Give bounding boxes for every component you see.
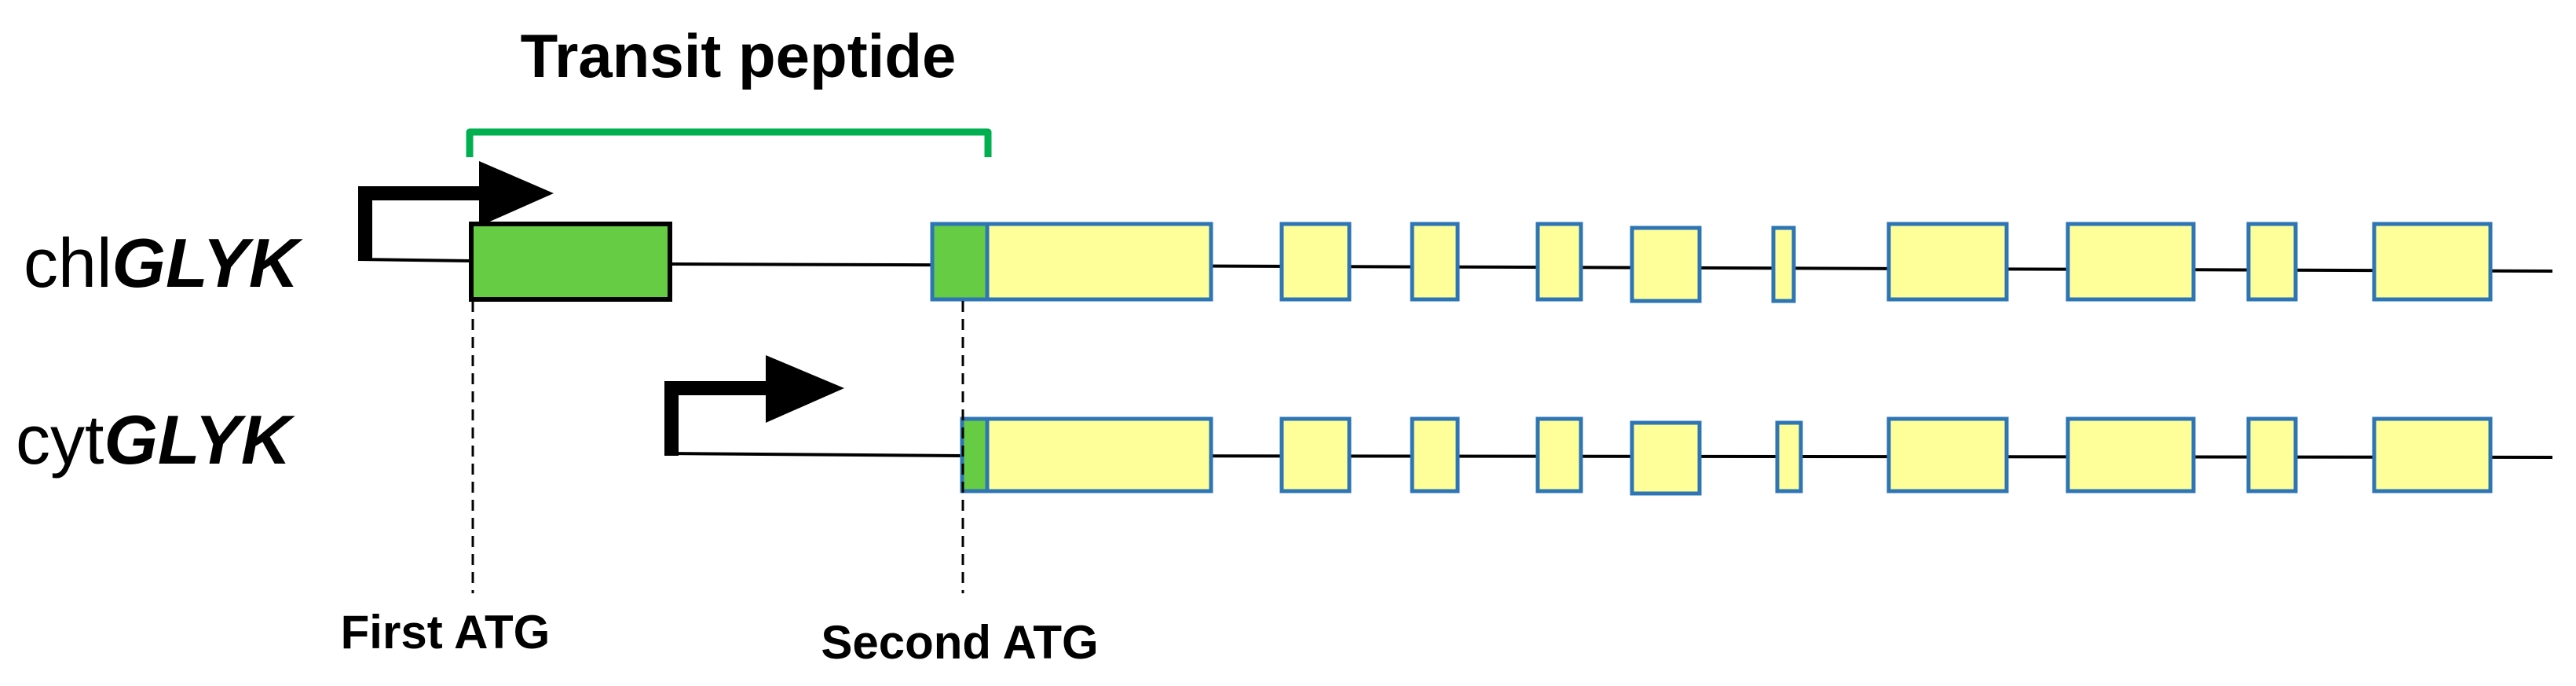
transit-peptide-label: Transit peptide [521, 21, 957, 90]
cyt-exon-1-transit [960, 416, 990, 493]
chl-exon-2 [985, 222, 1213, 302]
chl-exon-8 [1886, 222, 2009, 302]
gene-label-cyt: cytGLYK [16, 401, 295, 479]
cyt-exon-1 [985, 416, 1213, 493]
chl-exon-2-transit [930, 222, 990, 302]
chl-exon-9 [2066, 222, 2196, 302]
chl-exon-6 [1630, 226, 1702, 303]
atg-markers: First ATG Second ATG [341, 301, 1099, 669]
second-atg-label: Second ATG [821, 616, 1098, 669]
chl-first-exon [469, 222, 672, 302]
first-atg-label: First ATG [341, 606, 551, 658]
cyt-exon-5 [1630, 420, 1702, 496]
gene-label-chl: chlGLYK [24, 224, 303, 302]
chl-promoter-arrow [357, 161, 554, 262]
chl-exon-3 [1279, 222, 1352, 302]
chl-exon-7 [1771, 226, 1796, 303]
cyt-exon-3 [1410, 416, 1460, 493]
cyt-exon-4 [1535, 416, 1583, 493]
cyt-exon-10 [2372, 416, 2493, 493]
chl-exon-5 [1535, 222, 1583, 302]
cyt-promoter-arrow [664, 355, 963, 457]
cyt-glyk-gene: cytGLYK [16, 355, 2553, 496]
cyt-exon-9 [2246, 416, 2298, 493]
transit-peptide-annotation: Transit peptide [466, 21, 992, 157]
chl-glyk-gene: chlGLYK [24, 161, 2553, 303]
cyt-exon-7 [1886, 416, 2009, 493]
chl-exon-4 [1410, 222, 1460, 302]
chl-intron-line [470, 262, 2553, 273]
transit-peptide-bracket [466, 128, 992, 157]
cyt-exon-6 [1775, 420, 1803, 493]
cyt-exon-8 [2066, 416, 2196, 493]
chl-exon-10 [2246, 222, 2298, 302]
cyt-exon-2 [1279, 416, 1352, 493]
chl-exon-11 [2372, 222, 2493, 302]
